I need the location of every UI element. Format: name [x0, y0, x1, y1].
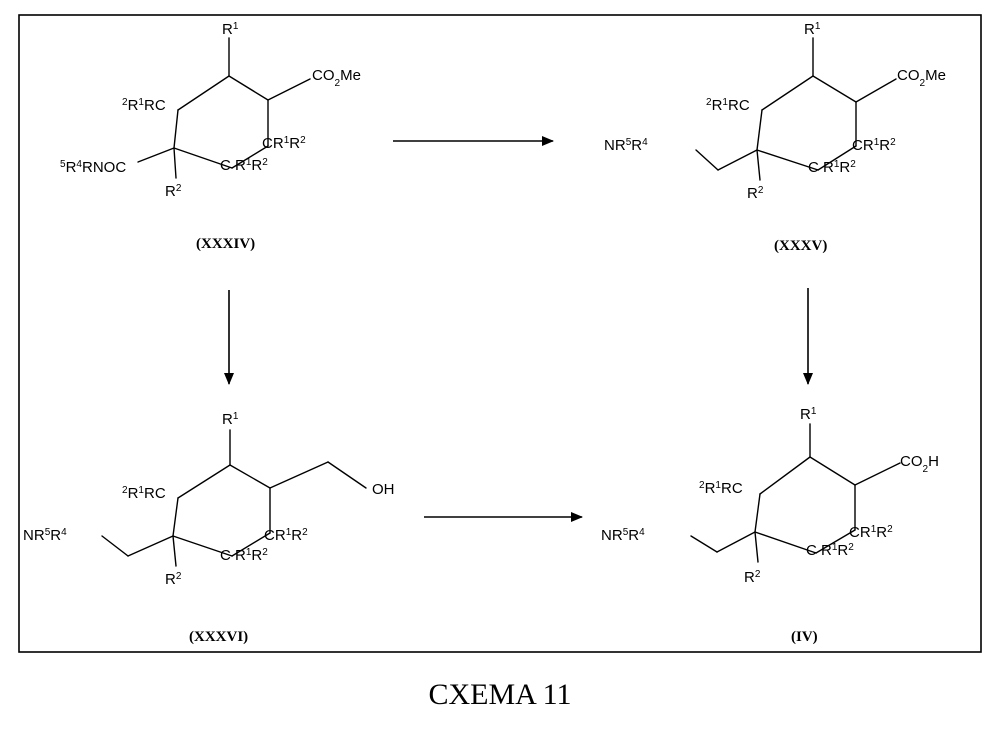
compound-XXXVI-bonds: [102, 430, 366, 566]
compound-XXXVI: R1 OH 2R1RC CR1R2 C R1R2 NR5R4 R2 (XXXVI…: [23, 411, 395, 646]
compound-XXXV-label: (XXXV): [774, 238, 827, 254]
compound-IV-top-substituent: R1: [800, 406, 817, 424]
compound-XXXVI-amine-group: NR5R4: [23, 527, 67, 545]
compound-XXXV: R1 CO2Me 2R1RC CR1R2 C R1R2 NR5R4 R2 (XX…: [604, 21, 946, 255]
compound-XXXV-ester-group: CO2Me: [897, 67, 946, 89]
compound-XXXIV-ring-bottom-carbon: C R1R2: [220, 157, 268, 175]
compound-XXXV-ring-bottom-carbon: C R1R2: [808, 159, 856, 177]
compound-XXXVI-ring-bottom-carbon: C R1R2: [220, 547, 268, 565]
scheme-caption: CXEMA 11: [428, 678, 571, 711]
compound-XXXV-amine-group: NR5R4: [604, 137, 648, 155]
compound-XXXIV-label: (XXXIV): [196, 236, 255, 252]
compound-XXXVI-quaternary-substituent: R2: [165, 571, 182, 589]
compound-XXXVI-label: (XXXVI): [189, 629, 248, 645]
compound-IV-quaternary-substituent: R2: [744, 569, 761, 587]
compound-XXXIV-ring-right-carbon: CR1R2: [262, 135, 306, 153]
compound-XXXIV-ring-left-carbon: 2R1RC: [122, 97, 166, 115]
compound-IV: R1 CO2H 2R1RC CR1R2 C R1R2 NR5R4 R2 (IV): [601, 406, 939, 646]
compound-IV-amine-group: NR5R4: [601, 527, 645, 545]
compound-XXXVI-top-substituent: R1: [222, 411, 239, 429]
compound-XXXV-ring-left-carbon: 2R1RC: [706, 97, 750, 115]
compound-IV-ring-left-carbon: 2R1RC: [699, 480, 743, 498]
compound-IV-ring-bottom-carbon: C R1R2: [806, 542, 854, 560]
compound-XXXIV-ester-group: CO2Me: [312, 67, 361, 89]
compound-XXXV-ring-right-carbon: CR1R2: [852, 137, 896, 155]
compound-XXXIV-quaternary-substituent: R2: [165, 183, 182, 201]
compound-IV-ring-right-carbon: CR1R2: [849, 524, 893, 542]
compound-XXXIV: R1 CO2Me 2R1RC CR1R2 C R1R2 5R4RNOC R2 (…: [60, 21, 361, 253]
compound-XXXVI-hydroxyl-group: OH: [372, 481, 395, 498]
compound-XXXV-quaternary-substituent: R2: [747, 185, 764, 203]
compound-IV-carboxylic-acid-group: CO2H: [900, 453, 939, 475]
compound-IV-label: (IV): [791, 629, 818, 645]
compound-XXXIV-amide-group: 5R4RNOC: [60, 159, 126, 177]
compound-XXXIV-top-substituent: R1: [222, 21, 239, 39]
compound-XXXV-top-substituent: R1: [804, 21, 821, 39]
compound-XXXV-bonds: [696, 38, 896, 180]
compound-XXXVI-ring-left-carbon: 2R1RC: [122, 485, 166, 503]
compound-XXXVI-ring-right-carbon: CR1R2: [264, 527, 308, 545]
